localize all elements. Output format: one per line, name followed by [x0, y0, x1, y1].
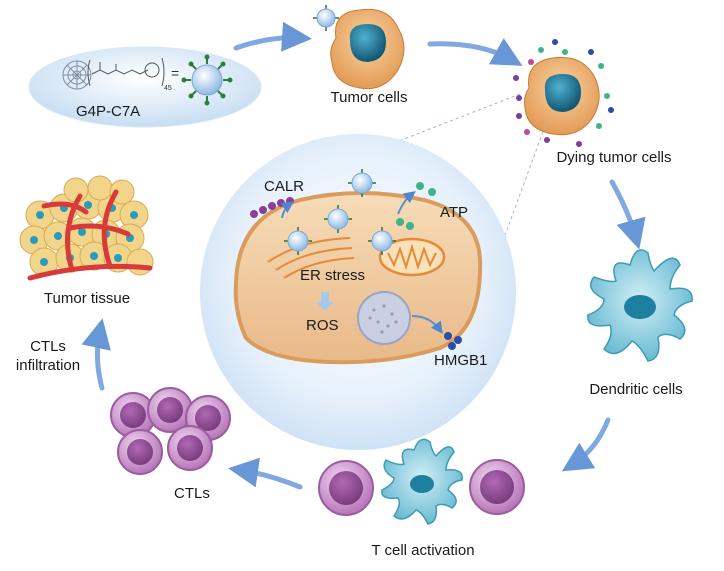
formula-subscript: 45 [164, 85, 172, 92]
t-cell-left-icon [318, 460, 374, 516]
chemical-structure-icon [87, 57, 165, 87]
tumor-tissue-icon [19, 175, 154, 281]
tumor-cell-icon [313, 5, 405, 90]
ctls-cluster [110, 387, 231, 475]
arrow-ctls-to-tissue [81, 318, 111, 391]
atp-molecules [396, 182, 436, 230]
nucleus-icon [357, 291, 411, 345]
inset-circle [200, 134, 516, 450]
t-cell-group [318, 438, 525, 525]
arrow-dc-to-tcell [561, 417, 611, 472]
ctls-label: CTLs [174, 485, 210, 502]
tumor-cells-label: Tumor cells [330, 89, 408, 106]
equals-sign: = [171, 65, 179, 81]
arrow-dying-to-dc [609, 179, 646, 250]
ros-arrow [316, 292, 334, 311]
mitochondria-icon [378, 237, 446, 277]
hmgb1-molecules [444, 332, 462, 350]
nanoparticle-icon [181, 54, 233, 106]
calr-label: CALR [264, 178, 305, 195]
g4p-panel: 45 = [28, 46, 262, 128]
arrow-np-to-tumor [233, 21, 312, 52]
atp-label: ATP [440, 204, 469, 221]
dendritic-cell-small-icon [381, 438, 463, 525]
g4p-label: G4P-C7A [76, 103, 141, 120]
er-stress-label: ER stress [300, 267, 366, 284]
ros-label: ROS [306, 317, 339, 334]
cycle-arrows [81, 21, 646, 490]
arrow-tcell-to-ctls [228, 457, 303, 490]
inset-nanoparticles [284, 169, 396, 255]
t-cell-activation-label: T cell activation [371, 542, 475, 559]
dendritic-cells-label: Dendritic cells [589, 381, 683, 398]
ctls-infiltration-label: CTLs infiltration [15, 338, 81, 374]
hmgb1-label: HMGB1 [434, 352, 488, 369]
dying-tumor-cells-label: Dying tumor cells [556, 149, 672, 166]
t-cell-right-icon [469, 459, 525, 515]
dendrimer-icon [62, 60, 92, 90]
dendritic-cell-icon [587, 249, 693, 362]
tumor-tissue-label: Tumor tissue [43, 290, 131, 307]
arrow-tumor-to-dying [427, 38, 523, 66]
dying-tumor-cell-icon [513, 39, 614, 147]
